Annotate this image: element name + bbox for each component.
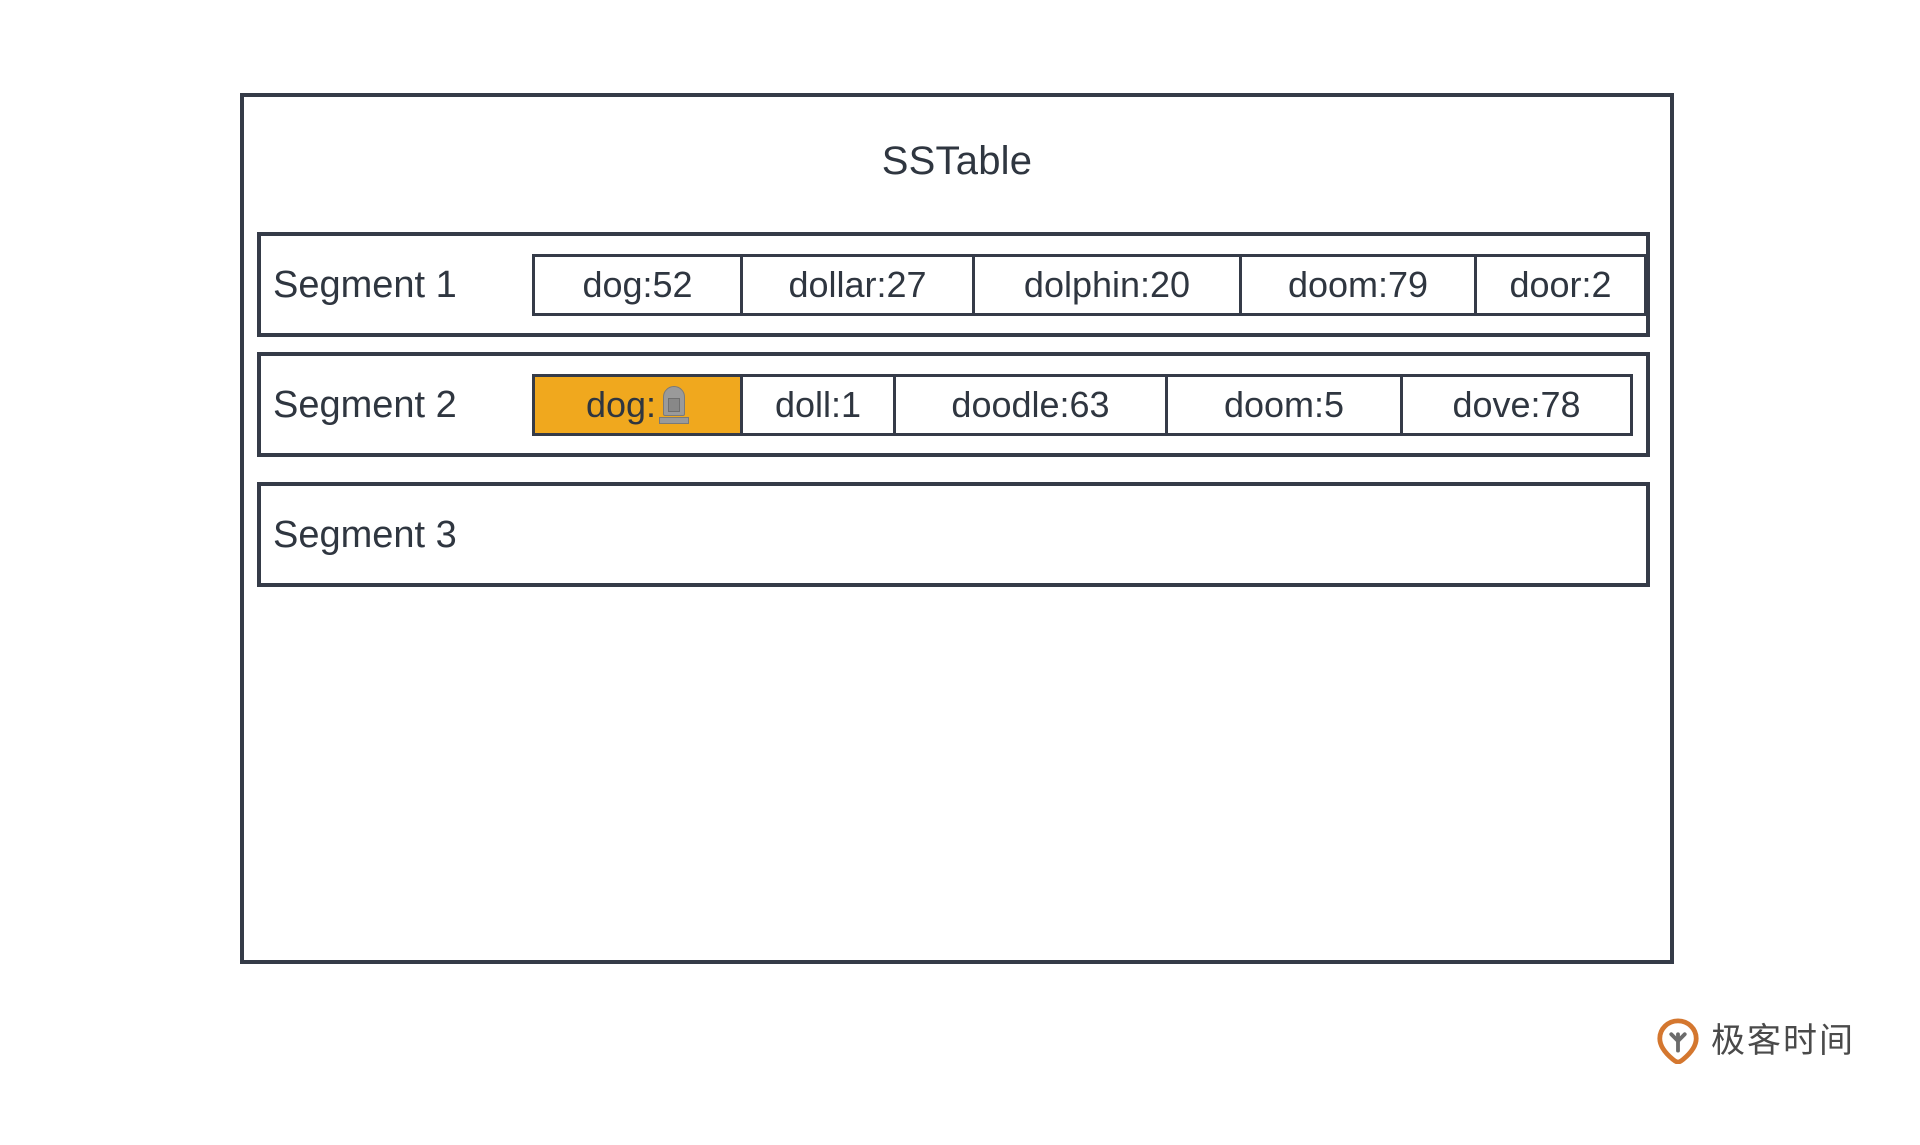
- entry-cell[interactable]: doom:79: [1239, 253, 1477, 316]
- sstable-container: SSTable Segment 1 dog:52 dollar:27 dolph…: [240, 93, 1674, 964]
- geektime-pin-icon: [1657, 1018, 1699, 1064]
- entry-cell-highlighted[interactable]: dog:: [532, 373, 743, 436]
- segment-label: Segment 2: [273, 383, 457, 426]
- entry-label: doom:79: [1287, 263, 1429, 305]
- entry-cell[interactable]: dove:78: [1400, 373, 1633, 436]
- entry-cell[interactable]: doom:5: [1165, 373, 1403, 436]
- entry-label: door:2: [1509, 263, 1612, 305]
- segment-row: Segment 3: [257, 482, 1650, 587]
- entry-label: dollar:27: [788, 263, 927, 305]
- entry-label: dog:: [585, 383, 657, 425]
- segment-label: Segment 1: [273, 263, 457, 306]
- entry-label: doll:1: [774, 383, 862, 425]
- segment-row: Segment 2 dog: doll:1 doodle:63 doom:5 d…: [257, 352, 1650, 457]
- entry-label: dog:52: [582, 263, 693, 305]
- tombstone-icon: [659, 385, 690, 424]
- entry-cell[interactable]: door:2: [1474, 253, 1647, 316]
- entry-label: dove:78: [1452, 383, 1581, 425]
- brand-logo: 极客时间: [1655, 1018, 1855, 1064]
- segment-label: Segment 3: [273, 513, 457, 556]
- entry-cell[interactable]: doll:1: [740, 373, 896, 436]
- entry-cell[interactable]: dolphin:20: [972, 253, 1242, 316]
- entry-cell[interactable]: doodle:63: [893, 373, 1168, 436]
- entry-cell[interactable]: dollar:27: [740, 253, 975, 316]
- entry-label: doodle:63: [951, 383, 1110, 425]
- segment-entries: dog: doll:1 doodle:63 doom:5 dove:78: [532, 373, 1633, 436]
- brand-name: 极客时间: [1711, 1021, 1855, 1061]
- entry-label: dolphin:20: [1023, 263, 1191, 305]
- entry-label: doom:5: [1223, 383, 1345, 425]
- entry-cell[interactable]: dog:52: [532, 253, 743, 316]
- segment-row: Segment 1 dog:52 dollar:27 dolphin:20 do…: [257, 232, 1650, 337]
- segment-entries: dog:52 dollar:27 dolphin:20 doom:79 door…: [532, 253, 1647, 316]
- page-title: SSTable: [881, 139, 1033, 183]
